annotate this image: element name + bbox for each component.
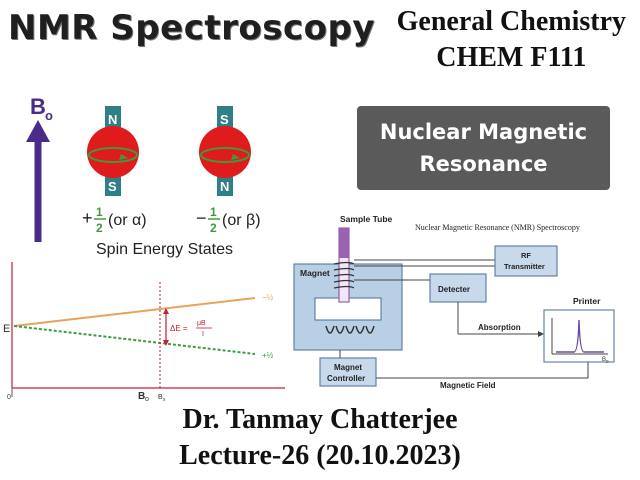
printer-label: Printer bbox=[573, 296, 601, 306]
magnet-controller-label-2: Controller bbox=[327, 374, 365, 383]
north-pole-label: N bbox=[220, 179, 229, 194]
spin-caption: Spin Energy States bbox=[96, 241, 233, 258]
upper-energy-line bbox=[13, 297, 256, 327]
printer-box bbox=[543, 309, 615, 363]
north-pole-label: N bbox=[108, 112, 117, 127]
nmr-instrument-diagram: Nuclear Magnetic Resonance (NMR) Spectro… bbox=[293, 214, 615, 390]
lower-energy-line bbox=[13, 325, 256, 355]
field-arrow-icon bbox=[26, 120, 50, 242]
rf-transmitter-label-2: Transmitter bbox=[504, 262, 545, 271]
svg-text:−: − bbox=[196, 208, 207, 228]
spectrum-peak-icon bbox=[551, 318, 608, 355]
svg-text:I: I bbox=[202, 331, 204, 338]
alpha-state-text: (or α) bbox=[108, 212, 147, 229]
lower-state-label: +½ bbox=[262, 351, 274, 360]
banner-line-1: Nuclear Magnetic bbox=[379, 120, 588, 144]
absorption-label: Absorption bbox=[478, 323, 521, 332]
svg-text:+: + bbox=[82, 208, 93, 228]
beta-state-text: (or β) bbox=[222, 212, 261, 229]
delta-e-label: ΔE = bbox=[170, 324, 188, 333]
course-code: CHEM F111 bbox=[436, 42, 587, 73]
page-title: NMR Spectroscopy bbox=[8, 8, 375, 48]
field-marker-label: B bbox=[158, 394, 163, 401]
field-label: B bbox=[30, 94, 46, 119]
detecter-label: Detecter bbox=[438, 285, 470, 294]
field-axis-label: B bbox=[138, 391, 145, 402]
alpha-state-label: + 1 2 (or α) bbox=[82, 205, 147, 235]
printer-axis-sub: 0 bbox=[606, 359, 609, 364]
instrument-title: Nuclear Magnetic Resonance (NMR) Spectro… bbox=[415, 223, 580, 232]
sample-tube-label: Sample Tube bbox=[340, 214, 393, 224]
rf-transmitter-label-1: RF bbox=[521, 251, 531, 260]
rf-transmitter-box bbox=[494, 245, 558, 277]
energy-level-diagram: E 0 ΔE = μB I −½ +½ B o B x bbox=[0, 262, 290, 402]
spin-states-figure: B o N S S N + 1 2 (or α) − 1 2 (or β) Sp… bbox=[26, 94, 261, 258]
upper-state-label: −½ bbox=[262, 293, 274, 302]
nmr-banner: Nuclear Magnetic Resonance bbox=[357, 106, 610, 190]
field-axis-sub: o bbox=[145, 396, 149, 402]
beta-nucleus-icon bbox=[199, 106, 251, 196]
south-pole-label: S bbox=[220, 112, 229, 127]
delta-e-arrow-icon bbox=[163, 308, 169, 346]
banner-line-2: Resonance bbox=[419, 152, 548, 176]
south-pole-label: S bbox=[108, 179, 117, 194]
svg-text:1: 1 bbox=[210, 205, 217, 219]
energy-axis-label: E bbox=[3, 323, 10, 335]
sample-tube-icon bbox=[333, 227, 355, 303]
printer-axis-label: B bbox=[602, 357, 606, 363]
course-name: General Chemistry bbox=[396, 6, 626, 37]
field-marker-sub: x bbox=[163, 397, 166, 402]
lecture-info: Lecture-26 (20.10.2023) bbox=[179, 440, 461, 471]
magnet-controller-label-1: Magnet bbox=[334, 363, 362, 372]
magnet-controller-box bbox=[319, 357, 377, 387]
magnet-label: Magnet bbox=[300, 268, 330, 278]
energy-axes bbox=[11, 262, 285, 397]
svg-text:1: 1 bbox=[96, 205, 103, 219]
detecter-box bbox=[429, 273, 487, 303]
svg-text:2: 2 bbox=[210, 221, 217, 235]
field-subscript: o bbox=[45, 108, 53, 123]
alpha-nucleus-icon bbox=[87, 106, 139, 196]
origin-label: 0 bbox=[7, 394, 11, 401]
course-info: General Chemistry CHEM F111 bbox=[397, 4, 626, 76]
beta-state-label: − 1 2 (or β) bbox=[196, 205, 261, 235]
author-name: Dr. Tanmay Chatterjee bbox=[182, 404, 458, 435]
svg-text:2: 2 bbox=[96, 221, 103, 235]
svg-text:μB: μB bbox=[197, 320, 206, 327]
field-coil-icon bbox=[325, 325, 375, 334]
magnetic-field-label: Magnetic Field bbox=[440, 381, 496, 390]
